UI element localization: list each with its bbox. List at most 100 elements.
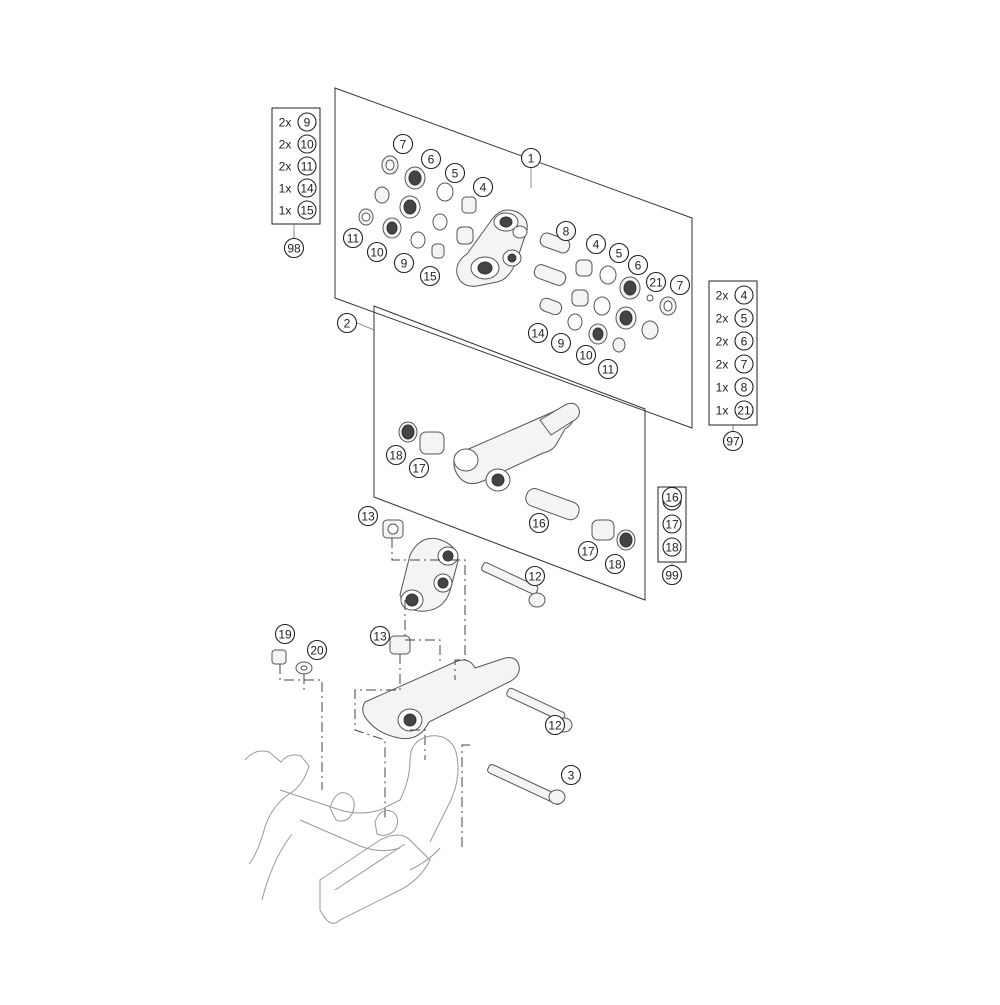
callout-circle	[585, 233, 607, 255]
callout-circle	[472, 176, 494, 198]
callout-circle	[306, 639, 328, 661]
callout-12: 12	[524, 565, 546, 587]
kit-qty: 2x	[716, 289, 729, 303]
callout-6: 6	[420, 148, 442, 170]
callout-number: 7	[400, 138, 407, 152]
callout-2: 2	[336, 312, 358, 334]
callout-number: 1	[528, 152, 535, 166]
callout-circle	[560, 764, 582, 786]
callout-number: 19	[278, 628, 292, 642]
kit-part-11: 11	[297, 156, 317, 176]
callout-circle	[524, 565, 546, 587]
callout-circle	[527, 322, 549, 344]
callout-number: 5	[452, 167, 459, 181]
callout-number: 4	[480, 181, 487, 195]
kit-part-18: 18	[662, 537, 682, 557]
callout-18: 18	[604, 553, 626, 575]
callout-18: 18	[385, 444, 407, 466]
callout-circle	[444, 162, 466, 184]
kit-qty: 2x	[716, 312, 729, 326]
callout-number: 13	[361, 510, 375, 524]
kit-part-8: 8	[734, 377, 754, 397]
callout-circle	[366, 241, 388, 263]
callout-circle	[734, 331, 754, 351]
callout-number: 16	[665, 491, 679, 505]
callout-number: 7	[741, 358, 748, 372]
callout-number: 5	[616, 247, 623, 261]
callout-circle	[385, 444, 407, 466]
callout-number: 9	[304, 116, 311, 130]
callout-number: 6	[428, 153, 435, 167]
kit-qty: 1x	[716, 404, 729, 418]
callout-number: 12	[548, 719, 562, 733]
callout-7: 7	[392, 133, 414, 155]
callout-circle	[283, 237, 305, 259]
callout-circle	[577, 540, 599, 562]
callout-circle	[608, 242, 630, 264]
callout-number: 3	[568, 769, 575, 783]
kit-part-14: 14	[297, 178, 317, 198]
callout-circle	[734, 400, 754, 420]
callout-number: 4	[741, 289, 748, 303]
callout-number: 6	[741, 335, 748, 349]
callout-number: 13	[373, 630, 387, 644]
callout-circle	[669, 274, 691, 296]
callout-16: 16	[661, 486, 683, 508]
kit-qty: 1x	[279, 204, 292, 218]
callout-number: 10	[300, 138, 314, 152]
callout-number: 11	[301, 160, 314, 174]
kit-box	[708, 280, 758, 426]
callout-number: 10	[579, 349, 593, 363]
callout-number: 15	[300, 204, 314, 218]
callout-20: 20	[306, 639, 328, 661]
callout-circle	[734, 354, 754, 374]
callout-number: 18	[665, 541, 679, 555]
callout-9: 9	[393, 252, 415, 274]
lower-kit-parts	[398, 402, 636, 551]
kit-part-4: 4	[734, 285, 754, 305]
callout-10: 10	[366, 241, 388, 263]
callout-12: 12	[544, 714, 566, 736]
callout-19: 19	[274, 623, 296, 645]
kit-part-15: 15	[297, 200, 317, 220]
callout-17: 17	[408, 457, 430, 479]
assembly-lines	[279, 538, 470, 850]
callout-circle	[520, 147, 542, 169]
callout-circle	[419, 265, 441, 287]
callout-number: 2	[344, 317, 351, 331]
kit-part-21: 21	[734, 400, 754, 420]
kit-part-7: 7	[734, 354, 754, 374]
kit-ref-98: 98	[283, 237, 305, 259]
callout-number: 18	[389, 449, 403, 463]
callout-9: 9	[550, 332, 572, 354]
callout-circle	[369, 625, 391, 647]
callout-number: 16	[532, 517, 546, 531]
callout-circle	[336, 312, 358, 334]
callout-circle	[342, 227, 364, 249]
callout-number: 99	[665, 569, 679, 583]
kit-part-10: 10	[297, 134, 317, 154]
callout-number: 17	[581, 545, 595, 559]
callout-6: 6	[627, 254, 649, 276]
callout-number: 8	[741, 381, 748, 395]
callout-16: 16	[528, 512, 550, 534]
callout-number: 12	[528, 570, 542, 584]
callout-circle	[597, 358, 619, 380]
kit-part-5: 5	[734, 308, 754, 328]
kit-part-17: 17	[662, 514, 682, 534]
callout-circle	[734, 308, 754, 328]
callout-number: 15	[423, 270, 437, 284]
callout-1: 1	[520, 147, 542, 169]
kit-qty: 2x	[279, 160, 292, 174]
kit-qty: 2x	[716, 335, 729, 349]
callout-4: 4	[472, 176, 494, 198]
callout-13: 13	[357, 505, 379, 527]
callout-number: 21	[737, 404, 751, 418]
callout-number: 21	[649, 276, 663, 290]
callout-circle	[662, 537, 682, 557]
callout-15: 15	[419, 265, 441, 287]
callout-10: 10	[575, 344, 597, 366]
